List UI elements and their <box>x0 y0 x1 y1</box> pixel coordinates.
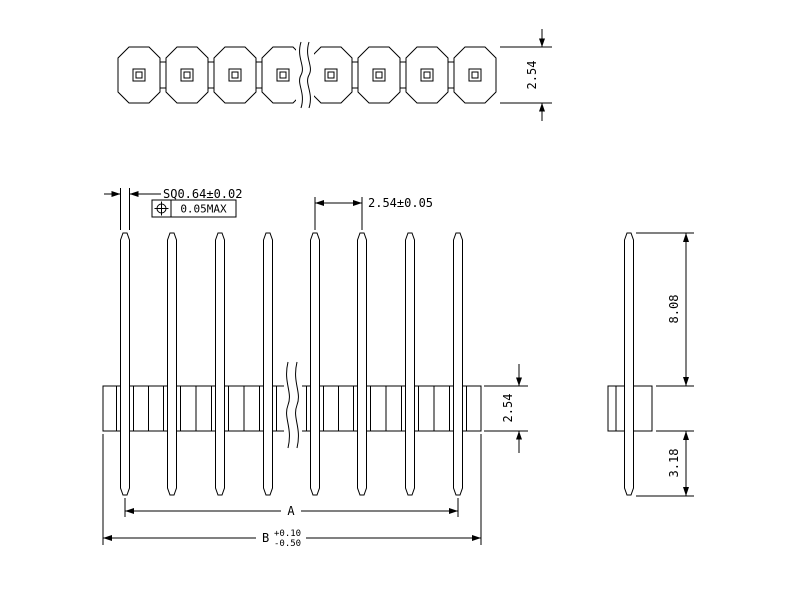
arrow-down-icon <box>683 377 689 386</box>
break-line-front <box>284 360 302 450</box>
tolerance-frame: 0.05MAX <box>151 199 237 218</box>
dim-b-lower-tol-text: -0.50 <box>274 539 301 549</box>
dim-pin-pitch-text: 2.54±0.05 <box>368 196 433 210</box>
dim-pin-square: SQ0.64±0.02 <box>104 187 242 230</box>
dim-b: B +0.10 -0.50 <box>102 434 482 549</box>
front-view: SQ0.64±0.02 0.05MAX 2.54±0.05 2.54 <box>102 187 528 549</box>
dim-pin-length-above: 8.08 <box>636 232 694 387</box>
arrow-down-icon <box>539 38 545 47</box>
dim-pin-length-below-text: 3.18 <box>667 449 681 478</box>
dim-pin-length-above-text: 8.08 <box>667 295 681 324</box>
dim-b-upper-tol-text: +0.10 <box>274 529 301 539</box>
arrow-down-icon <box>683 487 689 496</box>
top-view: 2.54 <box>117 29 552 121</box>
dim-pin-length-below: 3.18 <box>636 430 694 497</box>
arrow-right-icon <box>111 191 121 197</box>
housing-pocket-lines <box>116 386 467 431</box>
dim-body-height-text: 2.54 <box>501 394 515 423</box>
dim-body-height: 2.54 <box>484 364 528 453</box>
arrow-left-icon <box>103 535 112 541</box>
arrow-left-icon <box>125 508 134 514</box>
arrow-up-icon <box>683 431 689 440</box>
header-pins <box>120 232 463 496</box>
arrow-down-icon <box>516 377 522 386</box>
side-pin <box>624 232 634 496</box>
arrow-up-icon <box>516 431 522 440</box>
dim-strip-height: 2.54 <box>500 29 552 121</box>
arrow-right-icon <box>472 535 481 541</box>
dim-b-letter-text: B <box>262 531 269 545</box>
position-tolerance-icon <box>154 201 169 216</box>
arrow-left-icon <box>315 200 324 206</box>
arrow-right-icon <box>353 200 362 206</box>
arrow-right-icon <box>449 508 458 514</box>
tolerance-value-text: 0.05MAX <box>180 203 227 216</box>
pin-cross-sections <box>132 68 482 82</box>
side-view: 8.08 3.18 <box>607 232 694 497</box>
dim-a: A <box>124 498 459 518</box>
dim-strip-height-text: 2.54 <box>525 61 539 90</box>
arrow-up-icon <box>683 233 689 242</box>
dim-pin-pitch: 2.54±0.05 <box>314 196 433 230</box>
dim-a-text: A <box>287 504 295 518</box>
break-line-top <box>296 40 314 110</box>
arrow-up-icon <box>539 103 545 112</box>
dim-pin-square-text: SQ0.64±0.02 <box>163 187 242 201</box>
arrow-left-icon <box>129 191 139 197</box>
